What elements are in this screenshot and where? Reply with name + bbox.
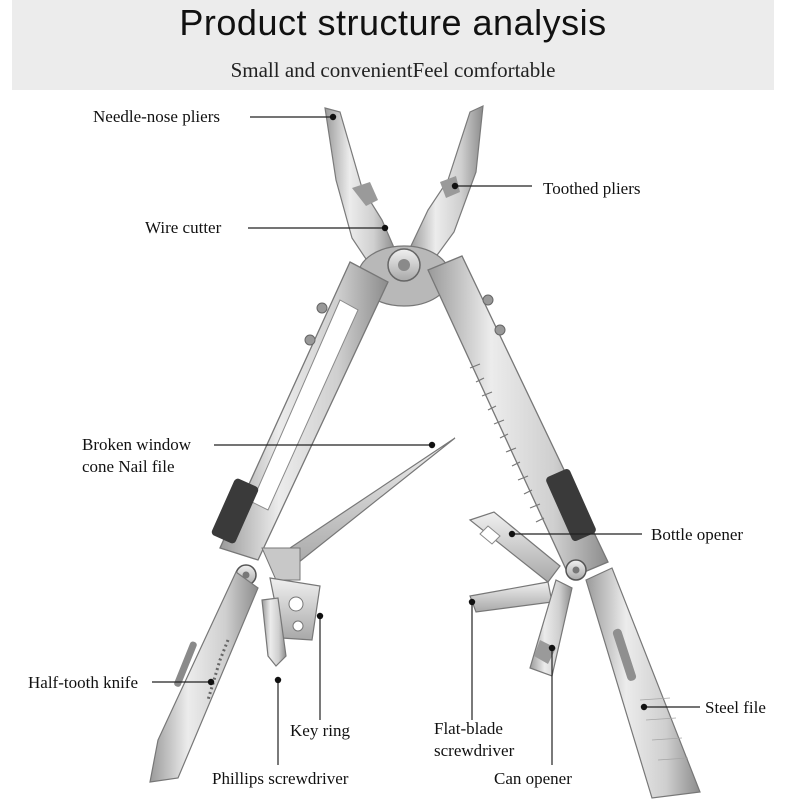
label-flat-blade-line2: screwdriver — [434, 741, 515, 760]
flat-blade-screwdriver — [469, 581, 553, 613]
label-broken-window: Broken window — [82, 435, 192, 454]
cone-nail-file — [283, 437, 456, 567]
label-needle-nose-pliers: Needle-nose pliers — [93, 107, 220, 126]
label-flat-blade-line1: Flat-blade — [434, 719, 503, 738]
half-tooth-knife — [149, 571, 259, 783]
left-grip — [211, 478, 259, 544]
label-phillips-screwdriver: Phillips screwdriver — [212, 769, 349, 788]
label-key-ring: Key ring — [290, 721, 350, 740]
steel-file — [585, 567, 701, 799]
right-grip — [546, 469, 596, 541]
right-jaw-teeth — [440, 176, 460, 198]
phillips-screwdriver — [261, 597, 287, 667]
label-toothed-pliers: Toothed pliers — [543, 179, 641, 198]
ruler-ticks — [469, 363, 545, 523]
left-jaw-notch — [352, 182, 378, 206]
label-half-tooth-knife: Half-tooth knife — [28, 673, 138, 692]
header-band: Product structure analysis Small and con… — [12, 0, 774, 90]
label-steel-file: Steel file — [705, 698, 766, 717]
label-can-opener: Can opener — [494, 769, 572, 788]
left-handle-slot — [251, 299, 359, 511]
label-bottle-opener: Bottle opener — [651, 525, 744, 544]
page-title: Product structure analysis — [179, 2, 607, 43]
page-subtitle: Small and convenientFeel comfortable — [230, 58, 556, 82]
label-cone-nail-file: cone Nail file — [82, 457, 175, 476]
label-wire-cutter: Wire cutter — [145, 218, 222, 237]
